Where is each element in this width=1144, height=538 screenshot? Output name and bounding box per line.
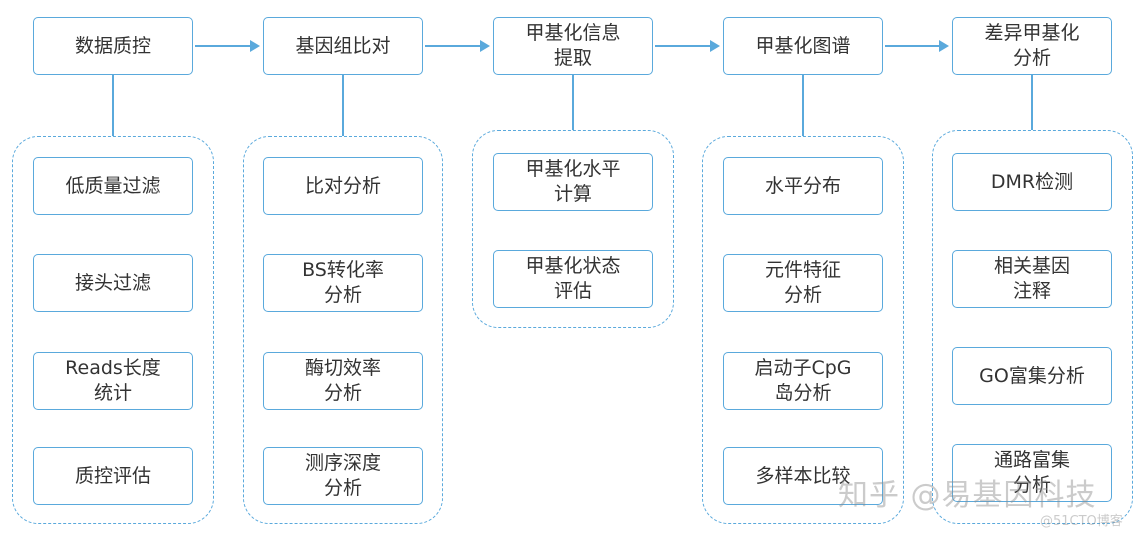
stage-4-connector: [802, 75, 804, 136]
stage-4-step-2: 元件特征 分析: [723, 254, 883, 312]
stage-3-step-2: 甲基化状态 评估: [493, 250, 653, 308]
stage-4-step-1: 水平分布: [723, 157, 883, 215]
stage-5-step-2: 相关基因 注释: [952, 250, 1112, 308]
flow-arrow-4-to-5: [885, 40, 949, 52]
stage-1-step-2: 接头过滤: [33, 254, 193, 312]
stage-1-step-4: 质控评估: [33, 447, 193, 505]
stage-4-step-group: [702, 136, 904, 524]
stage-2-step-1: 比对分析: [263, 157, 423, 215]
stage-3-step-group: [472, 130, 674, 328]
stage-5-step-4: 通路富集 分析: [952, 444, 1112, 502]
stage-1-connector: [112, 75, 114, 136]
stage-5-connector: [1031, 75, 1033, 130]
stage-3-title-box: 甲基化信息 提取: [493, 17, 653, 75]
stage-2-step-3: 酶切效率 分析: [263, 352, 423, 410]
stage-3-connector: [572, 75, 574, 130]
stage-5-step-group: [932, 130, 1133, 524]
stage-2-step-2: BS转化率 分析: [263, 254, 423, 312]
flow-arrow-1-to-2: [195, 40, 260, 52]
stage-2-connector: [342, 75, 344, 136]
stage-5-step-3: GO富集分析: [952, 347, 1112, 405]
stage-4-title-box: 甲基化图谱: [723, 17, 883, 75]
stage-3-step-1: 甲基化水平 计算: [493, 153, 653, 211]
stage-5-title-box: 差异甲基化 分析: [952, 17, 1112, 75]
stage-4-step-3: 启动子CpG 岛分析: [723, 352, 883, 410]
stage-1-title-box: 数据质控: [33, 17, 193, 75]
stage-1-step-3: Reads长度 统计: [33, 352, 193, 410]
stage-5-step-1: DMR检测: [952, 153, 1112, 211]
stage-1-step-1: 低质量过滤: [33, 157, 193, 215]
stage-2-step-4: 测序深度 分析: [263, 447, 423, 505]
flow-arrow-3-to-4: [655, 40, 720, 52]
stage-1-step-group: [12, 136, 214, 524]
stage-2-step-group: [243, 136, 443, 524]
watermark-sub: @51CTO博客: [1040, 514, 1123, 529]
watermark: 知乎 @易基因科技: [838, 478, 1097, 513]
stage-4-step-4: 多样本比较: [723, 447, 883, 505]
stage-2-title-box: 基因组比对: [263, 17, 423, 75]
flow-arrow-2-to-3: [425, 40, 490, 52]
